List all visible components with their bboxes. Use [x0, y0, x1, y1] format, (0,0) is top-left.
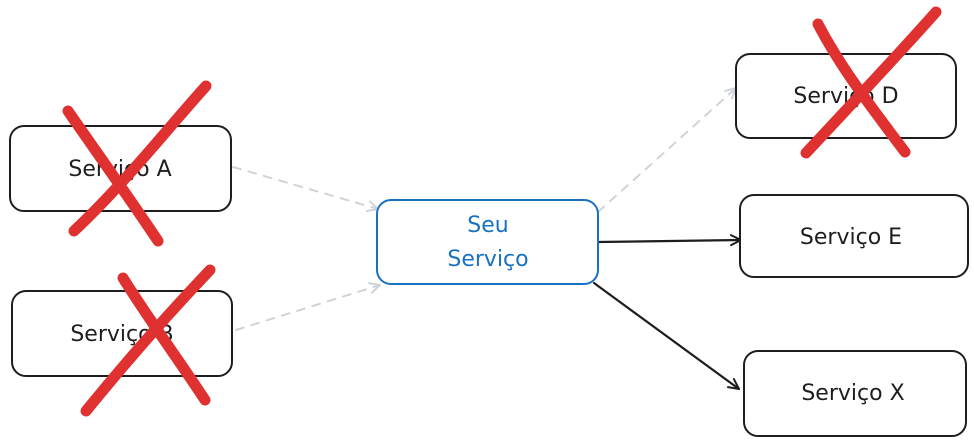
cross-stroke — [68, 80, 212, 237]
edge-seu-servico-to-servico-e — [596, 234, 743, 247]
node-seu-servico[interactable]: Seu Serviço — [376, 199, 599, 285]
node-label: Serviço X — [801, 381, 904, 406]
node-servico-e[interactable]: Serviço E — [739, 194, 969, 278]
cross-stroke — [800, 6, 942, 159]
cross-servico-b — [80, 264, 216, 417]
node-box — [743, 350, 967, 437]
node-box — [735, 53, 957, 139]
edges — [232, 87, 743, 391]
node-box — [739, 194, 969, 278]
cross-stroke — [62, 105, 164, 247]
edge-seu-servico-to-servico-x — [592, 281, 741, 391]
edge-servico-a-to-seu-servico — [232, 166, 379, 213]
node-label-line-2: Serviço — [447, 247, 528, 272]
node-box — [9, 125, 232, 212]
node-servico-a[interactable]: Serviço A — [9, 125, 232, 212]
node-label: Serviço E — [800, 225, 902, 250]
node-servico-x[interactable]: Serviço X — [743, 350, 967, 437]
node-label-line-1: Seu — [467, 213, 508, 238]
edge-servico-b-to-seu-servico — [235, 282, 381, 331]
cross-servico-a — [62, 80, 212, 247]
cross-stroke — [80, 264, 216, 417]
cross-servico-d — [800, 6, 942, 159]
edge-seu-servico-to-servico-d — [597, 87, 737, 213]
node-box — [376, 199, 599, 285]
cross-stroke — [117, 272, 211, 406]
